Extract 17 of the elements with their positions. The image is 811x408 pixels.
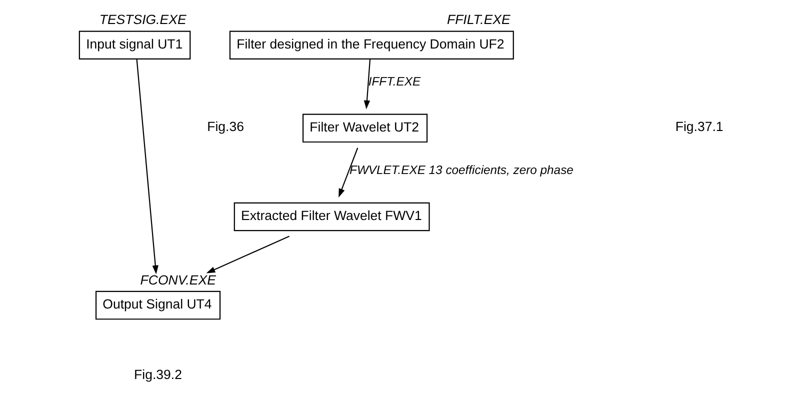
node-box: Input signal UT1 <box>78 30 190 60</box>
label: Fig.39.2 <box>134 367 182 382</box>
arrow <box>338 148 358 198</box>
node-label: FFILT.EXE <box>446 12 510 28</box>
label: Fig.36 <box>206 119 244 134</box>
arrow <box>363 58 370 110</box>
node-label: TESTSIG.EXE <box>98 12 186 28</box>
node-box: Filter designed in the Frequency Domain UF2 <box>228 30 514 60</box>
arrow <box>206 236 290 274</box>
edge-label: FWVLET.EXE 13 coefficients, zero phase <box>349 162 573 177</box>
label: Fig.37.1 <box>674 119 723 134</box>
node-label: FCONV.EXE <box>140 272 216 288</box>
node-box: Extracted Filter Wavelet FWV1 <box>233 202 430 232</box>
node-box: Filter Wavelet UT2 <box>302 114 428 143</box>
arrow <box>136 59 158 274</box>
edge-label: IFFT.EXE <box>368 74 420 88</box>
node-box: Output Signal UT4 <box>94 290 220 320</box>
